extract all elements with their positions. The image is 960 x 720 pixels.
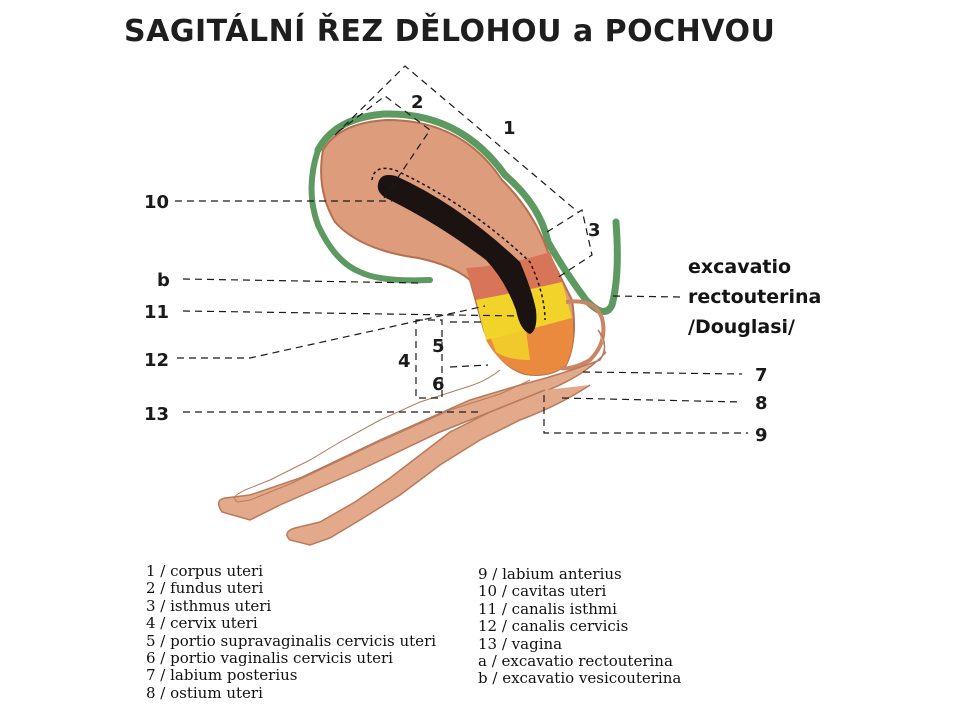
callout-b: b (157, 270, 170, 291)
legend-item: a / excavatio rectouterina (478, 652, 673, 671)
legend-item: 1 / corpus uteri (146, 562, 263, 580)
cervix-yellow-patch (490, 330, 530, 360)
callout-13: 13 (144, 404, 169, 425)
legend-item: 6 / portio vaginalis cervicis uteri (146, 649, 393, 668)
legend-item: 7 / labium posterius (146, 666, 298, 685)
legend-left-column: 1 / corpus uteri 2 / fundus uteri 3 / is… (146, 562, 437, 702)
legend-item: 10 / cavitas uteri (478, 582, 607, 601)
callout-5: 5 (432, 336, 445, 357)
legend-item: 11 / canalis isthmi (478, 599, 617, 618)
vagina-anterior-wall (234, 369, 531, 503)
legend-item: b / excavatio vesicouterina (478, 669, 682, 688)
callout-10: 10 (144, 192, 169, 213)
legend-item: 2 / fundus uteri (146, 579, 264, 598)
callout-4: 4 (398, 351, 411, 372)
callout-7: 7 (755, 365, 768, 386)
excavatio-rectouterina-label: excavatio rectouterina /Douglasi/ (688, 252, 821, 342)
cervix-lower (486, 318, 574, 375)
legend-right-column: 9 / labium anterius 10 / cavitas uteri 1… (478, 565, 682, 688)
callout-9: 9 (755, 425, 768, 446)
callout-11: 11 (144, 302, 169, 323)
side-label-line-1: excavatio (688, 256, 792, 278)
legend-item: 8 / ostium uteri (146, 683, 263, 702)
callout-12: 12 (144, 350, 169, 371)
callout-2: 2 (411, 92, 424, 113)
legend-item: 5 / portio supravaginalis cervicis uteri (146, 631, 437, 650)
peritoneum-line (314, 110, 621, 315)
legend-item: 9 / labium anterius (478, 565, 622, 583)
vagina-lower-wall (286, 384, 591, 546)
uterine-cavity (377, 175, 537, 334)
vesicouterine-fold (308, 147, 433, 284)
callout-3: 3 (588, 220, 601, 241)
side-label-line-2: rectouterina (688, 286, 822, 308)
callout-6: 6 (432, 374, 445, 395)
legend-item: 13 / vagina (478, 634, 563, 653)
side-label-line-3: /Douglasi/ (688, 316, 795, 338)
callout-1: 1 (503, 118, 516, 139)
callout-lines (175, 65, 748, 434)
legend-item: 3 / isthmus uteri (146, 596, 272, 615)
diagram-title: SAGITÁLNÍ ŘEZ DĚLOHOU a POCHVOU (124, 14, 776, 49)
callout-8: 8 (755, 393, 768, 414)
legend-item: 4 / cervix uteri (146, 614, 258, 633)
legend-item: 12 / canalis cervicis (478, 617, 629, 636)
